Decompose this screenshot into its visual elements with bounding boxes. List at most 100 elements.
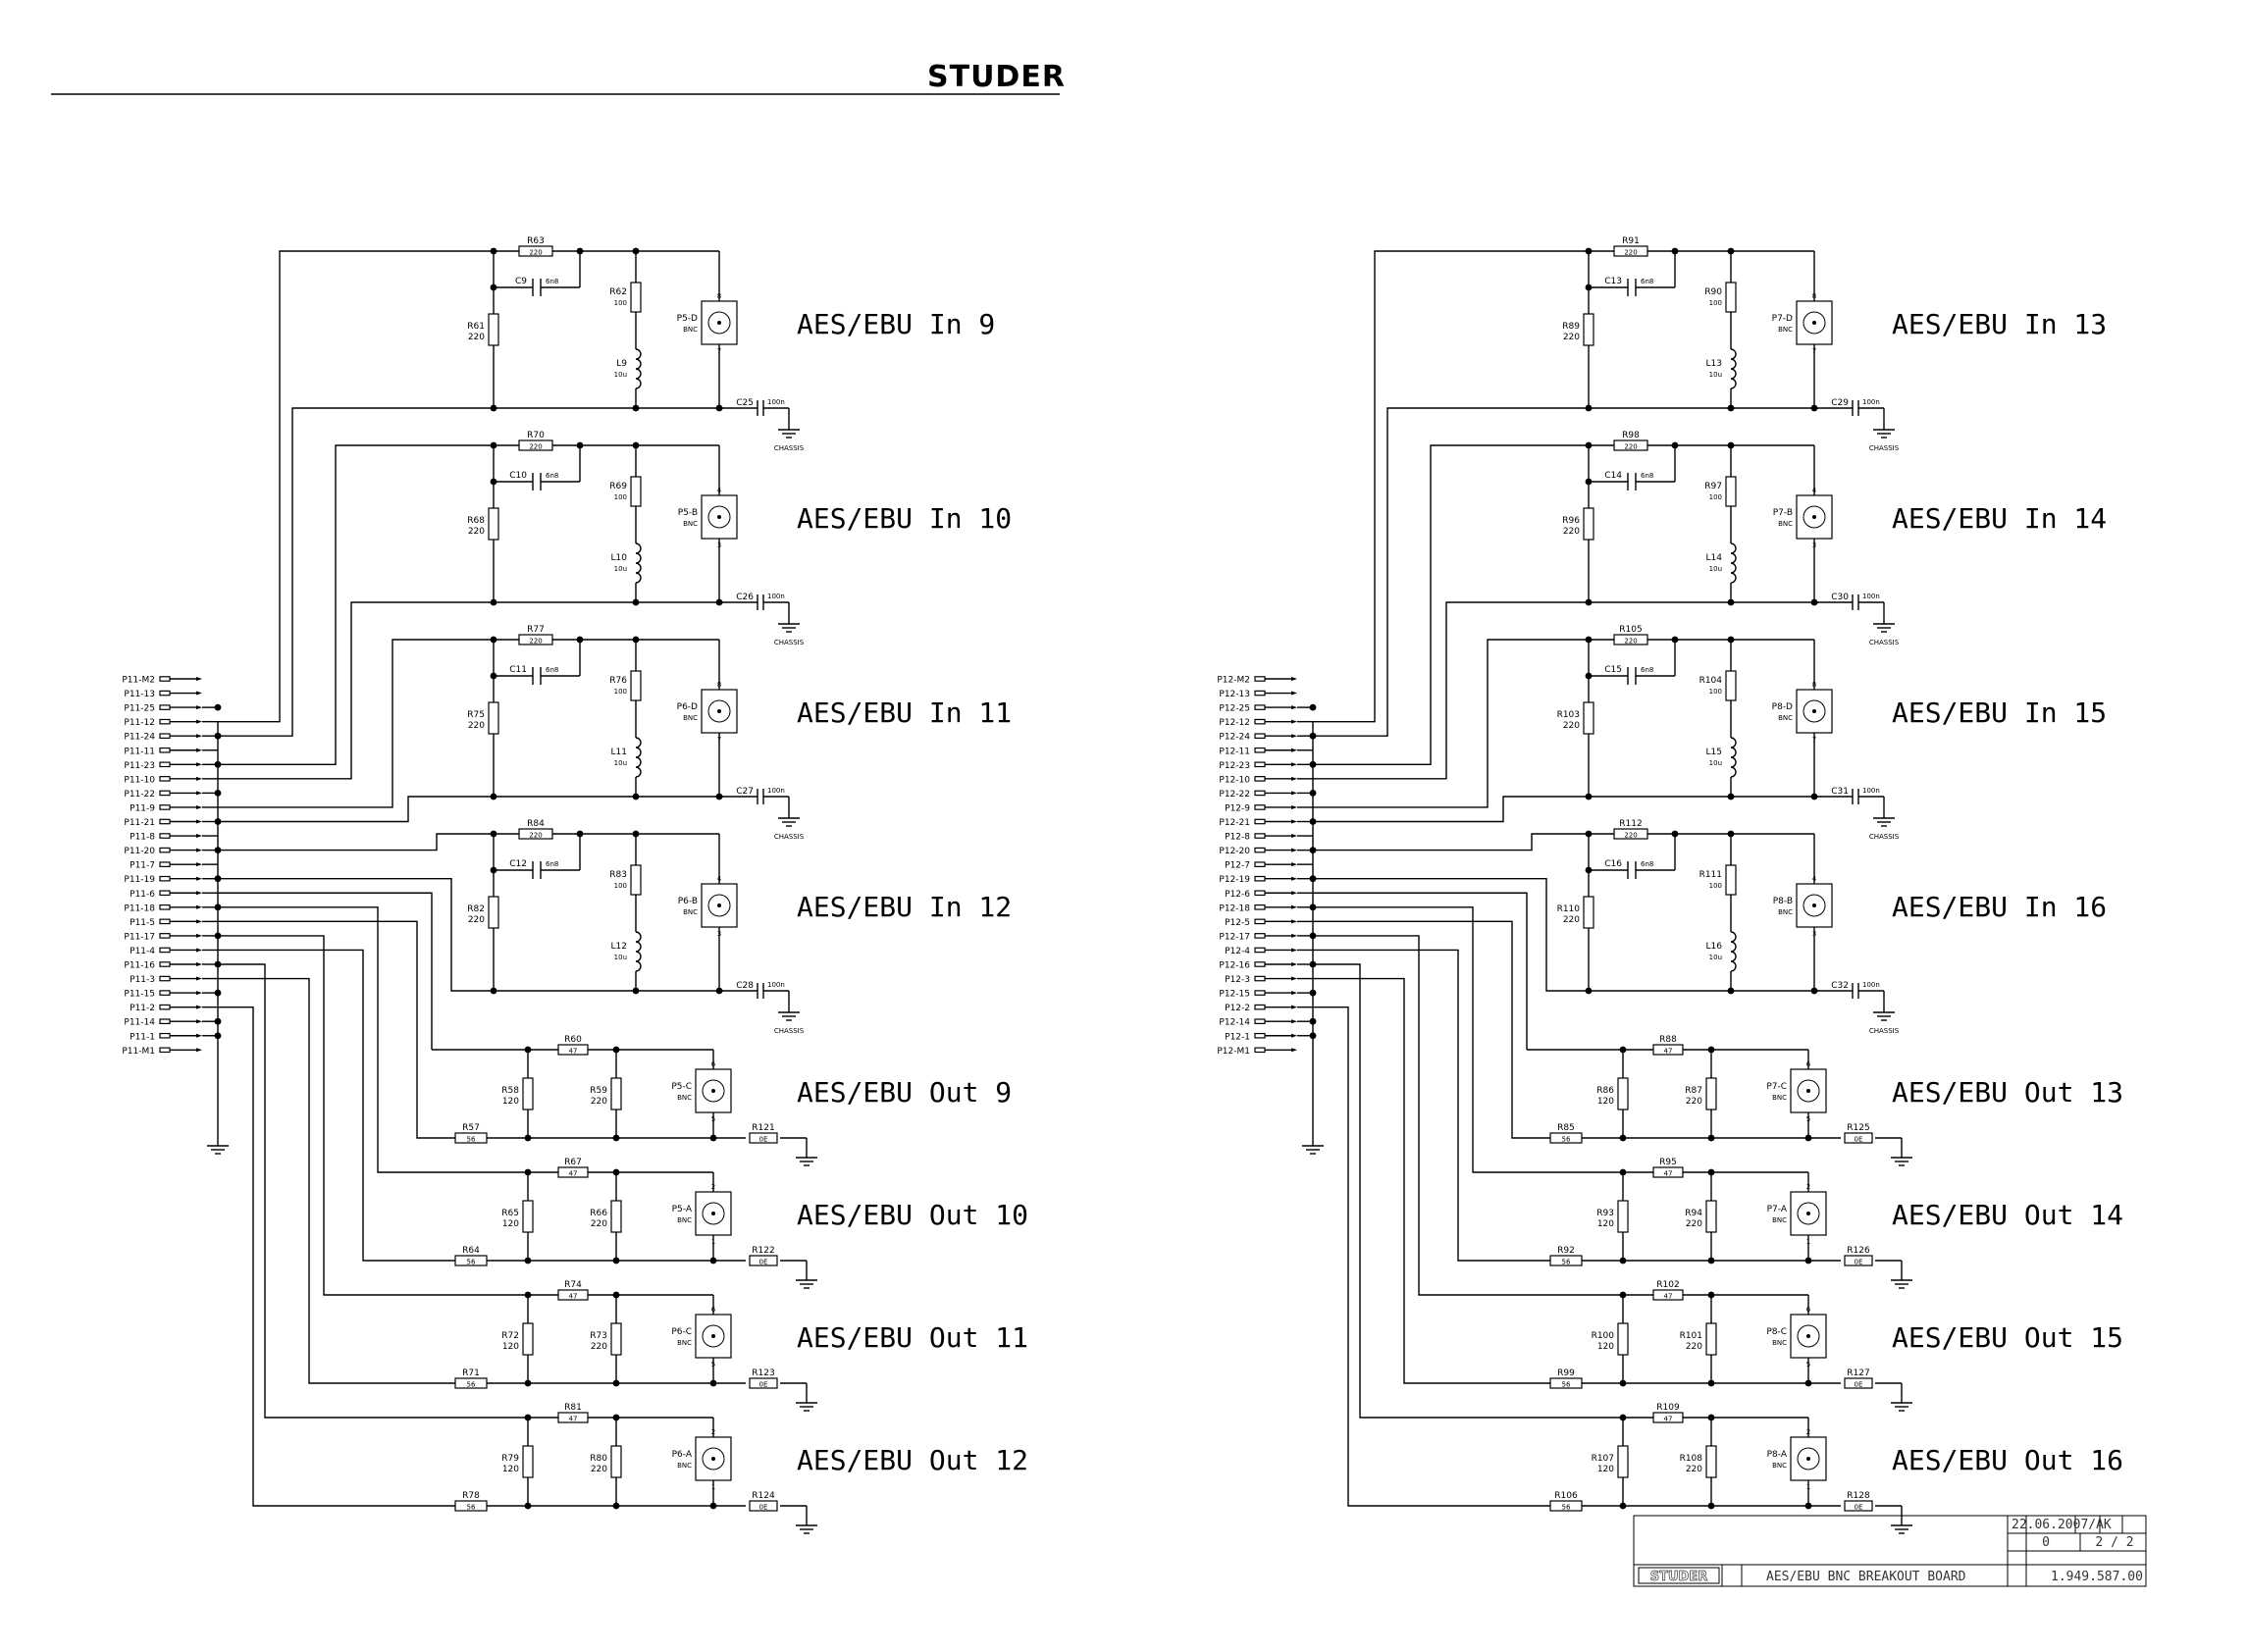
connector-pin-label: 1 xyxy=(1806,1483,1810,1491)
wire xyxy=(218,796,494,823)
connector-type-label: BNC xyxy=(1772,1094,1787,1102)
title-block-index: 0 xyxy=(2042,1535,2050,1550)
resistor-ref-label: R122 xyxy=(752,1246,774,1256)
resistor-value-label: 220 xyxy=(529,443,542,451)
block-title: AES/EBU In 12 xyxy=(797,891,1012,923)
connector-ref-label: P5-A xyxy=(672,1205,693,1214)
connector-pin-label: P12-12 xyxy=(1219,718,1250,728)
resistor-rb xyxy=(1549,1500,1583,1512)
connector-pin-label: P12-M2 xyxy=(1217,676,1250,686)
bnc-connector-pin xyxy=(717,903,721,907)
resistor-rg xyxy=(749,1255,778,1266)
resistor-r2 xyxy=(630,670,642,701)
resistor-value-label: 56 xyxy=(1562,1381,1571,1389)
connector-pin-label: P12-18 xyxy=(1219,903,1250,913)
inductor-ref-label: L14 xyxy=(1706,553,1723,563)
connector-pin-label: P12-22 xyxy=(1219,790,1250,800)
resistor-ref-label: R69 xyxy=(609,482,627,491)
resistor-ref-label: R86 xyxy=(1596,1086,1614,1096)
pin-arrow xyxy=(196,691,202,696)
bnc-connector-ring xyxy=(1803,699,1826,723)
resistor-value-label: 56 xyxy=(467,1504,476,1512)
pin-arrow xyxy=(196,804,202,809)
resistor-r2 xyxy=(1705,1077,1717,1110)
resistor-r1 xyxy=(1617,1200,1629,1233)
resistor-value-label: 56 xyxy=(467,1136,476,1144)
inductor xyxy=(1730,348,1737,389)
pin-marker xyxy=(1254,918,1266,925)
pin-arrow xyxy=(1291,762,1297,767)
resistor-ref-label: R100 xyxy=(1592,1331,1615,1341)
resistor-ref-label: R93 xyxy=(1596,1209,1614,1218)
bnc-connector-ring xyxy=(702,1447,725,1471)
resistor-value-label: 220 xyxy=(468,915,485,925)
connector-pin-label: P12-20 xyxy=(1219,847,1250,856)
block-title: AES/EBU In 15 xyxy=(1892,697,2107,729)
title-block-logo-box xyxy=(1638,1567,1720,1584)
resistor-ref-label: R65 xyxy=(501,1209,519,1218)
inductor xyxy=(1730,737,1737,778)
inductor-value-label: 10u xyxy=(614,565,627,573)
junction-dot xyxy=(214,1032,222,1040)
resistor-ref-label: R126 xyxy=(1847,1246,1870,1256)
block-title: AES/EBU In 16 xyxy=(1892,891,2107,923)
resistor-ref-label: R77 xyxy=(527,625,545,635)
pin-marker xyxy=(1254,790,1266,797)
resistor-rt xyxy=(1652,1044,1684,1056)
block-title: AES/EBU Out 11 xyxy=(797,1321,1028,1354)
resistor-rt xyxy=(1652,1166,1684,1178)
resistor-ref-label: R88 xyxy=(1659,1035,1677,1045)
pin-marker xyxy=(159,804,171,810)
resistor-rg xyxy=(749,1500,778,1512)
connector-strip-1: P12-M2P12-13P12-25P12-12P12-24P12-11P12-… xyxy=(1217,250,1589,1507)
connector-pin-label: P11-M1 xyxy=(122,1047,155,1057)
bnc-connector-ring xyxy=(1797,1202,1820,1225)
bnc-connector-ring xyxy=(1803,894,1826,917)
pin-arrow xyxy=(1291,819,1297,824)
resistor-ref-label: R104 xyxy=(1699,676,1723,686)
resistor-r1 xyxy=(1583,507,1594,541)
pin-arrow xyxy=(1291,1019,1297,1024)
resistor-rs xyxy=(518,828,553,840)
connector-type-label: BNC xyxy=(677,1462,692,1470)
connector-pin-label: P12-7 xyxy=(1225,861,1250,871)
resistor-ref-label: R97 xyxy=(1704,482,1722,491)
resistor-ref-label: R81 xyxy=(564,1403,582,1413)
block-title: AES/EBU Out 13 xyxy=(1892,1076,2123,1109)
connector-pin-label: P12-13 xyxy=(1219,690,1250,699)
resistor-ref-label: R68 xyxy=(467,516,485,526)
bnc-connector-ring xyxy=(707,894,731,917)
resistor-rb xyxy=(454,1500,488,1512)
resistor-rg xyxy=(749,1132,778,1144)
capacitor-value-label: 6n8 xyxy=(546,278,558,285)
pin-marker xyxy=(1254,961,1266,967)
resistor-value-label: 220 xyxy=(1563,721,1580,731)
pin-marker xyxy=(1254,676,1266,682)
resistor-ref-label: R72 xyxy=(501,1331,519,1341)
resistor-r2 xyxy=(1705,1445,1717,1478)
wire xyxy=(218,601,494,780)
connector-pin-label: 5 xyxy=(711,1115,715,1123)
connector-pin-label: 2 xyxy=(1806,1428,1810,1436)
circuit-block-out: R6747R65120R66220R6456P5-ABNC21R1220EAES… xyxy=(432,1158,1028,1289)
pin-marker xyxy=(1254,1032,1266,1039)
connector-pin-label: P12-19 xyxy=(1219,875,1250,885)
pin-marker xyxy=(1254,718,1266,725)
resistor-r1 xyxy=(488,896,499,929)
resistor-ref-label: R106 xyxy=(1554,1491,1578,1501)
resistor-rs xyxy=(518,634,553,645)
junction-dot xyxy=(612,1379,620,1387)
connector-pin-label: P12-23 xyxy=(1219,761,1250,771)
wire xyxy=(218,906,432,1173)
pin-arrow xyxy=(1291,1048,1297,1053)
resistor-ref-label: R95 xyxy=(1659,1158,1677,1167)
capacitor-value-label: 6n8 xyxy=(1641,278,1653,285)
connector-pin-label: 4 xyxy=(717,875,722,883)
resistor-ref-label: R91 xyxy=(1622,236,1640,246)
connector-pin-label: 6 xyxy=(711,1306,716,1314)
bnc-connector-ring xyxy=(1797,1079,1820,1103)
wire xyxy=(218,935,432,1296)
resistor-value-label: 56 xyxy=(1562,1136,1571,1144)
pin-arrow xyxy=(196,1033,202,1038)
capacitor-value-label: 6n8 xyxy=(546,472,558,480)
